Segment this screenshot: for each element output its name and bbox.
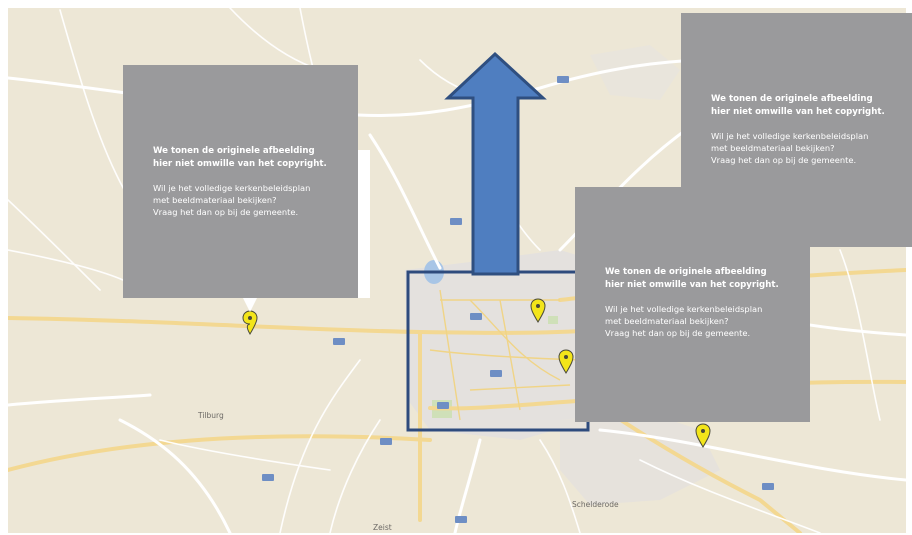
notice-body-line: Wil je het volledige kerkenbeleidsplan <box>605 304 763 314</box>
road-shield <box>333 338 345 345</box>
up-arrow-icon <box>444 51 547 276</box>
notice-body-line: met beeldmateriaal bekijken? <box>605 316 729 326</box>
notice-body-line: Wil je het volledige kerkenbeleidsplan <box>711 131 869 141</box>
road-shield <box>455 516 467 523</box>
notice-heading-line: We tonen de originele afbeelding <box>605 267 767 277</box>
park-area <box>548 316 558 324</box>
pin-icon <box>530 298 546 323</box>
place-label: Schelderode <box>572 500 619 509</box>
place-label: Zeist <box>373 523 392 532</box>
notice-body-line: Vraag het dan op bij de gemeente. <box>153 207 299 217</box>
notice-body-line: met beeldmateriaal bekijken? <box>153 195 277 205</box>
notice-body-line: Vraag het dan op bij de gemeente. <box>605 328 751 338</box>
callout-pointer <box>243 298 257 312</box>
road-shield <box>762 483 774 490</box>
copyright-notice: We tonen de originele afbeelding hier ni… <box>575 187 810 422</box>
road-shield <box>557 76 569 83</box>
town-area <box>590 45 680 100</box>
pin-icon <box>695 423 711 448</box>
pin-icon <box>558 349 574 374</box>
road-shield <box>450 218 462 225</box>
place-label: Tilburg <box>197 411 224 420</box>
town-area <box>405 250 600 440</box>
road-shield <box>262 474 274 481</box>
road-shield <box>380 438 392 445</box>
callout-edge <box>358 150 370 298</box>
notice-heading-line: hier niet omwille van het copyright. <box>153 158 327 169</box>
map-markers[interactable] <box>242 298 711 448</box>
road-shield <box>490 370 502 377</box>
place-labels: Tilburg Zeist Schelderode <box>197 411 619 532</box>
road-shield <box>437 402 449 409</box>
pin-icon <box>242 310 258 335</box>
local-roads <box>8 8 881 533</box>
notice-heading-line: hier niet omwille van het copyright. <box>711 106 885 117</box>
road-shield <box>470 313 482 320</box>
road-shields <box>262 76 774 523</box>
notice-body-line: Wil je het volledige kerkenbeleidsplan <box>153 183 311 193</box>
copyright-notice: We tonen de originele afbeelding hier ni… <box>123 65 358 298</box>
notice-heading-line: We tonen de originele afbeelding <box>153 146 315 156</box>
notice-body-line: Vraag het dan op bij de gemeente. <box>711 155 857 165</box>
notice-body-line: met beeldmateriaal bekijken? <box>711 143 835 153</box>
town-area <box>560 410 720 505</box>
notice-heading-line: We tonen de originele afbeelding <box>711 94 873 104</box>
notice-heading-line: hier niet omwille van het copyright. <box>605 279 779 290</box>
